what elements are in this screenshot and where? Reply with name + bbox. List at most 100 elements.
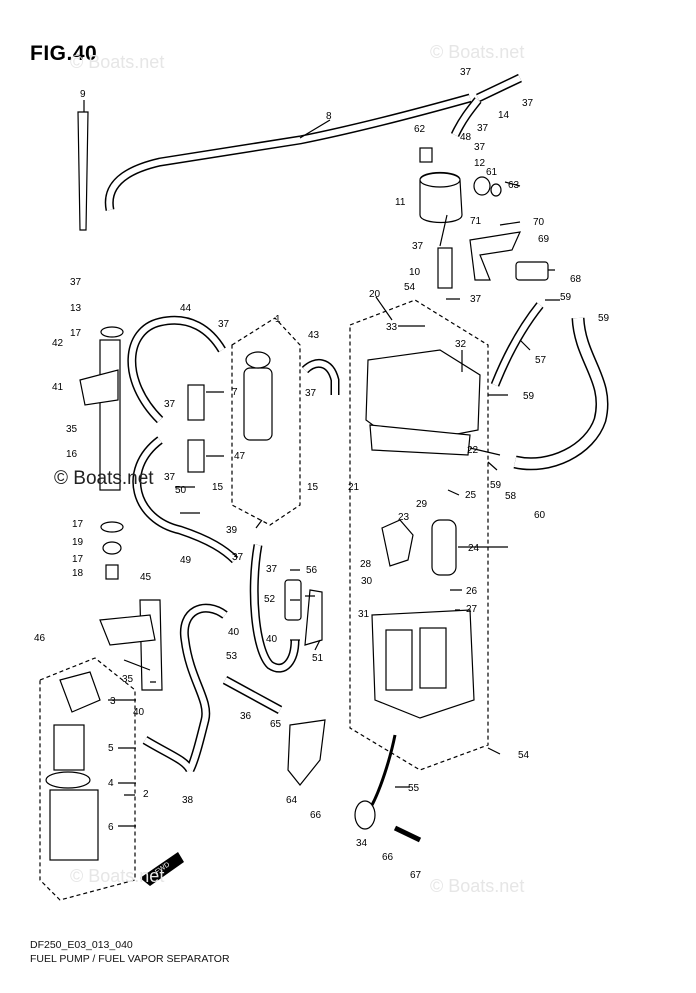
callout-39: 39 — [226, 525, 238, 536]
callout-8: 8 — [326, 111, 332, 122]
callout-51: 51 — [312, 653, 324, 664]
callout-2: 2 — [143, 789, 149, 800]
watermark: © Boats.net — [430, 42, 525, 62]
callout-66b: 66 — [382, 852, 394, 863]
callout-67: 67 — [410, 870, 422, 881]
callout-48: 48 — [460, 132, 472, 143]
callout-29: 29 — [416, 499, 428, 510]
callout-37-5: 37 — [412, 241, 424, 252]
callout-37-7: 37 — [70, 277, 82, 288]
callout-12: 12 — [474, 158, 486, 169]
callout-32: 32 — [455, 339, 467, 350]
callout-16: 16 — [66, 449, 78, 460]
callout-59a: 59 — [560, 292, 572, 303]
callout-31: 31 — [358, 609, 370, 620]
callout-35a: 35 — [66, 424, 78, 435]
callout-10: 10 — [409, 267, 421, 278]
callout-61: 61 — [486, 167, 498, 178]
callout-59c: 59 — [523, 391, 535, 402]
callout-23: 23 — [398, 512, 410, 523]
watermark: © Boats.net — [54, 468, 154, 489]
watermark: © Boats.net — [430, 876, 525, 896]
callout-5: 5 — [108, 743, 114, 754]
callout-26: 26 — [466, 586, 478, 597]
callout-70: 70 — [533, 217, 545, 228]
callout-17c: 17 — [72, 554, 84, 565]
callout-11: 11 — [395, 197, 406, 208]
callout-37-4: 37 — [474, 142, 486, 153]
callout-40b: 40 — [266, 634, 278, 645]
callout-17b: 17 — [72, 519, 84, 530]
callout-54a: 54 — [404, 282, 416, 293]
callout-27: 27 — [466, 604, 478, 615]
callout-44: 44 — [180, 303, 192, 314]
callout-15b: 15 — [307, 482, 319, 493]
callout-60: 60 — [534, 510, 546, 521]
callout-63: 63 — [508, 180, 520, 191]
watermark: © Boats.net — [70, 52, 165, 72]
callout-55: 55 — [408, 783, 420, 794]
callout-49: 49 — [180, 555, 192, 566]
callout-42: 42 — [52, 338, 64, 349]
callout-64: 64 — [286, 795, 298, 806]
callout-37-3: 37 — [477, 123, 489, 134]
callout-labels: 1 2 3 4 5 6 7 8 9 10 11 12 13 14 15 15 1… — [34, 67, 610, 881]
footer-diagram-code: DF250_E03_013_040 — [30, 939, 133, 951]
callout-34: 34 — [356, 838, 368, 849]
callout-37-2: 37 — [522, 98, 534, 109]
callout-71: 71 — [470, 216, 482, 227]
callout-50: 50 — [175, 485, 187, 496]
callout-7: 7 — [232, 387, 238, 398]
callout-43: 43 — [308, 330, 320, 341]
callout-66a: 66 — [310, 810, 322, 821]
callout-69: 69 — [538, 234, 550, 245]
callout-65: 65 — [270, 719, 282, 730]
callout-37-11: 37 — [164, 472, 176, 483]
callout-3: 3 — [110, 696, 116, 707]
callout-37-6: 37 — [470, 294, 482, 305]
callout-47: 47 — [234, 451, 246, 462]
callout-62: 62 — [414, 124, 426, 135]
callout-33: 33 — [386, 322, 398, 333]
callout-15a: 15 — [212, 482, 224, 493]
callout-4: 4 — [108, 778, 114, 789]
callout-58: 58 — [505, 491, 517, 502]
callout-37-10: 37 — [164, 399, 176, 410]
callout-30: 30 — [361, 576, 373, 587]
callout-37-8: 37 — [218, 319, 230, 330]
callout-59d: 59 — [490, 480, 502, 491]
callout-37-12: 37 — [232, 552, 244, 563]
callout-14: 14 — [498, 110, 510, 121]
callout-46: 46 — [34, 633, 46, 644]
footer-caption: FUEL PUMP / FUEL VAPOR SEPARATOR — [30, 953, 230, 965]
callout-22: 22 — [467, 445, 479, 456]
callout-36: 36 — [240, 711, 252, 722]
callout-56: 56 — [306, 565, 318, 576]
callout-40c: 40 — [133, 707, 145, 718]
callout-24: 24 — [468, 543, 480, 554]
callout-28: 28 — [360, 559, 372, 570]
callout-21: 21 — [348, 482, 360, 493]
callout-59b: 59 — [598, 313, 610, 324]
callout-37-13: 37 — [266, 564, 278, 575]
callout-9: 9 — [80, 89, 86, 100]
callout-19: 19 — [72, 537, 84, 548]
callout-17a: 17 — [70, 328, 82, 339]
callout-1: 1 — [275, 314, 281, 325]
callout-38: 38 — [182, 795, 194, 806]
callout-41: 41 — [52, 382, 64, 393]
callout-37-9: 37 — [305, 388, 317, 399]
callout-54b: 54 — [518, 750, 530, 761]
callout-6: 6 — [108, 822, 114, 833]
callout-37-1: 37 — [460, 67, 472, 78]
callout-35b: 35 — [122, 674, 134, 685]
callout-25: 25 — [465, 490, 477, 501]
watermark: © Boats.net — [70, 866, 165, 886]
callout-57: 57 — [535, 355, 547, 366]
callout-20: 20 — [369, 289, 381, 300]
callout-13: 13 — [70, 303, 82, 314]
diagram-linework — [39, 73, 609, 901]
callout-52: 52 — [264, 594, 276, 605]
